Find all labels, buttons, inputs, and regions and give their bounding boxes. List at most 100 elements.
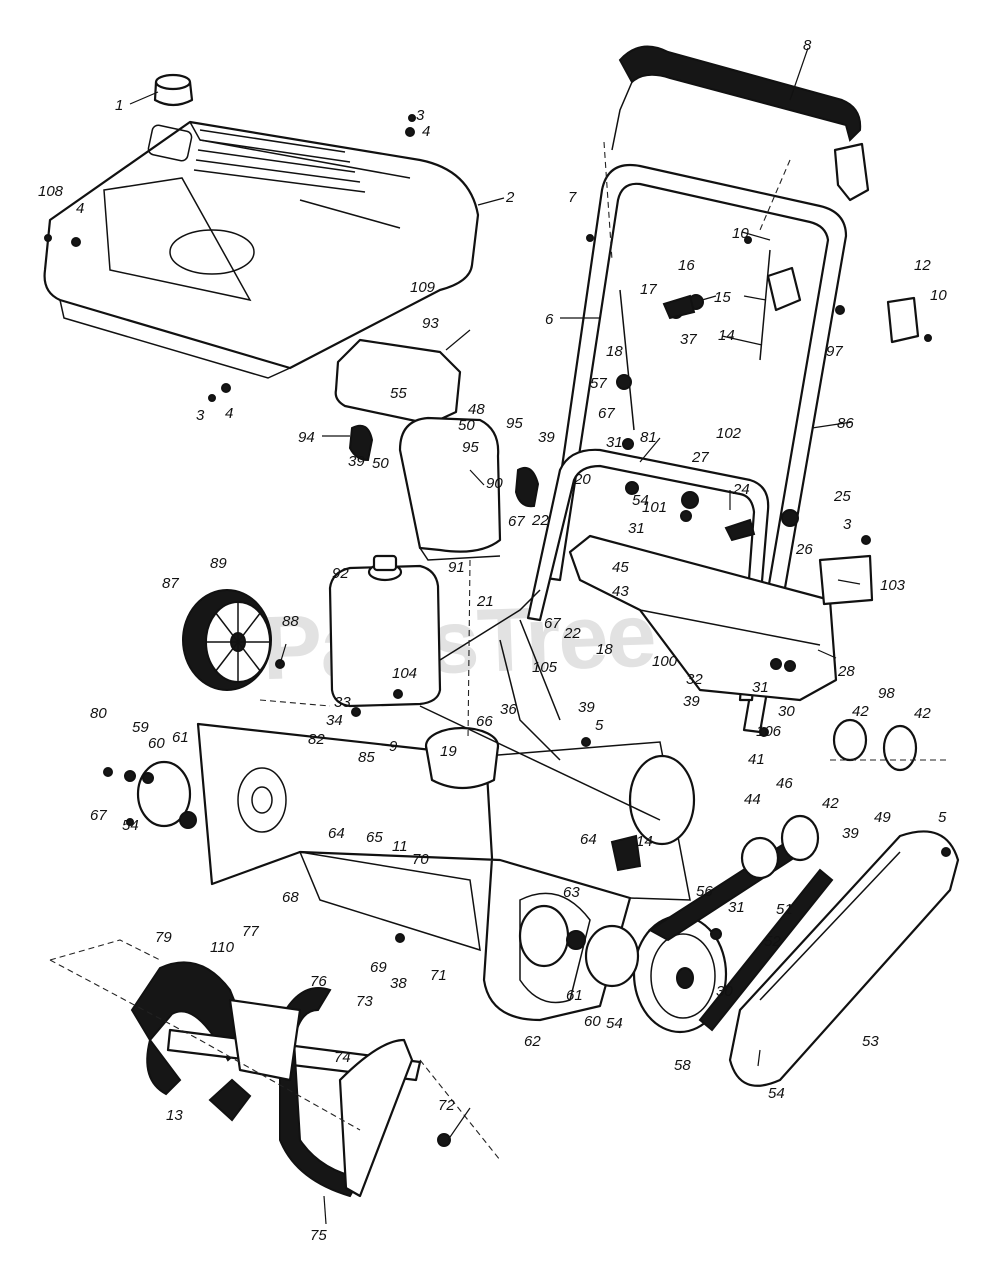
callout-57: 57 — [590, 375, 607, 392]
callout-11: 11 — [392, 838, 408, 855]
callout-52: 52 — [764, 933, 781, 950]
callout-10b: 10 — [930, 287, 947, 304]
top-cover-shroud — [43, 120, 480, 379]
callout-24: 24 — [732, 481, 750, 498]
callout-25: 25 — [833, 488, 851, 505]
callout-34: 34 — [326, 712, 343, 729]
callout-3b: 3 — [196, 407, 205, 424]
callout-28: 28 — [837, 663, 855, 680]
callout-66: 66 — [476, 713, 493, 730]
callout-1: 1 — [115, 97, 123, 114]
callout-30b: 30 — [716, 983, 733, 1000]
callout-98: 97 — [826, 343, 843, 360]
callout-60a: 60 — [148, 735, 165, 752]
callout-80: 79 — [155, 929, 172, 946]
callout-39b: 39 — [538, 429, 555, 446]
linkage-rods — [419, 249, 771, 821]
callout-76: 75 — [310, 1227, 327, 1244]
chute-cover — [334, 338, 462, 426]
callout-10a: 10 — [732, 225, 749, 242]
callout-31d: 31 — [728, 899, 745, 916]
callout-111: 110 — [210, 939, 235, 956]
callout-13: 13 — [166, 1107, 183, 1124]
chute-ring — [424, 726, 500, 790]
callout-42b: 42 — [914, 705, 931, 722]
upper-handle — [611, 45, 870, 202]
callout-104: 103 — [880, 577, 906, 594]
callout-75: 74 — [334, 1049, 351, 1066]
callout-68: 67 — [598, 405, 615, 422]
callout-60b: 60 — [584, 1013, 601, 1030]
callout-58: 58 — [674, 1057, 691, 1074]
callout-14a: 14 — [718, 327, 735, 344]
leader-lines — [129, 47, 861, 1225]
callout-2: 2 — [505, 189, 515, 206]
callout-73: 72 — [438, 1097, 455, 1114]
callout-4c: 4 — [225, 405, 233, 422]
callout-64a: 64 — [328, 825, 345, 842]
callout-19: 19 — [440, 743, 457, 760]
callout-110: 109 — [410, 279, 436, 296]
watermark: PartsTree — [260, 586, 656, 700]
callout-31a: 31 — [606, 434, 623, 451]
callout-4a: 4 — [422, 123, 430, 140]
callout-67a: 67 — [508, 513, 525, 530]
callout-101: 100 — [652, 653, 678, 670]
callout-92: 91 — [448, 559, 465, 576]
callout-50b: 50 — [372, 455, 389, 472]
callout-97: 95 — [462, 439, 479, 456]
callout-105: 104 — [392, 665, 417, 682]
callout-89: 88 — [282, 613, 299, 630]
callout-39a: 39 — [348, 453, 365, 470]
callout-3a: 3 — [416, 107, 425, 124]
callout-41: 41 — [748, 751, 765, 768]
callout-38: 38 — [390, 975, 407, 992]
callout-87: 86 — [837, 415, 854, 432]
callout-50a: 50 — [458, 417, 475, 434]
callout-74: 73 — [356, 993, 373, 1010]
callout-71: 70 — [412, 851, 429, 868]
belt-cover — [728, 830, 960, 1087]
callout-6: 6 — [545, 311, 554, 328]
callout-7: 7 — [568, 189, 577, 206]
callout-42a: 42 — [852, 703, 869, 720]
callout-56: 56 — [696, 883, 713, 900]
callout-43: 43 — [612, 583, 629, 600]
callout-54a: 54 — [122, 817, 139, 834]
callout-77: 76 — [310, 973, 327, 990]
callout-44: 44 — [744, 791, 761, 808]
callout-12: 12 — [914, 257, 931, 274]
callout-70: 69 — [370, 959, 387, 976]
callout-63: 63 — [563, 884, 580, 901]
callout-106: 105 — [532, 659, 558, 676]
callout-16: 16 — [678, 257, 695, 274]
callout-86: 85 — [358, 749, 375, 766]
callout-59: 59 — [132, 719, 149, 736]
callout-5a: 5 — [595, 717, 604, 734]
callout-30a: 30 — [778, 703, 795, 720]
callout-21: 21 — [476, 593, 494, 610]
callout-54d: 54 — [632, 492, 649, 509]
callout-103: 102 — [716, 425, 742, 442]
callout-102: 101 — [642, 499, 667, 516]
callout-48: 48 — [468, 401, 485, 418]
callout-labels: 1 2 3 3 3 4 4 4 5 5 6 7 8 9 10 10 11 12 … — [38, 37, 947, 1244]
callout-37: 37 — [680, 331, 697, 348]
callout-8: 8 — [803, 37, 812, 54]
callout-94: 93 — [422, 315, 439, 332]
callout-67c: 67 — [90, 807, 107, 824]
callout-85: 82 — [308, 731, 325, 748]
callout-42c: 42 — [822, 795, 839, 812]
callout-61b: 61 — [566, 987, 583, 1004]
callout-91: 90 — [486, 475, 503, 492]
callout-82: 81 — [640, 429, 657, 446]
callout-26: 26 — [795, 541, 813, 558]
callout-55: 55 — [390, 385, 407, 402]
callout-31c: 31 — [752, 679, 769, 696]
callout-93: 92 — [332, 565, 349, 582]
callout-69: 68 — [282, 889, 299, 906]
callout-39d: 39 — [683, 693, 700, 710]
callout-49: 49 — [874, 809, 891, 826]
callout-18b: 18 — [596, 641, 613, 658]
